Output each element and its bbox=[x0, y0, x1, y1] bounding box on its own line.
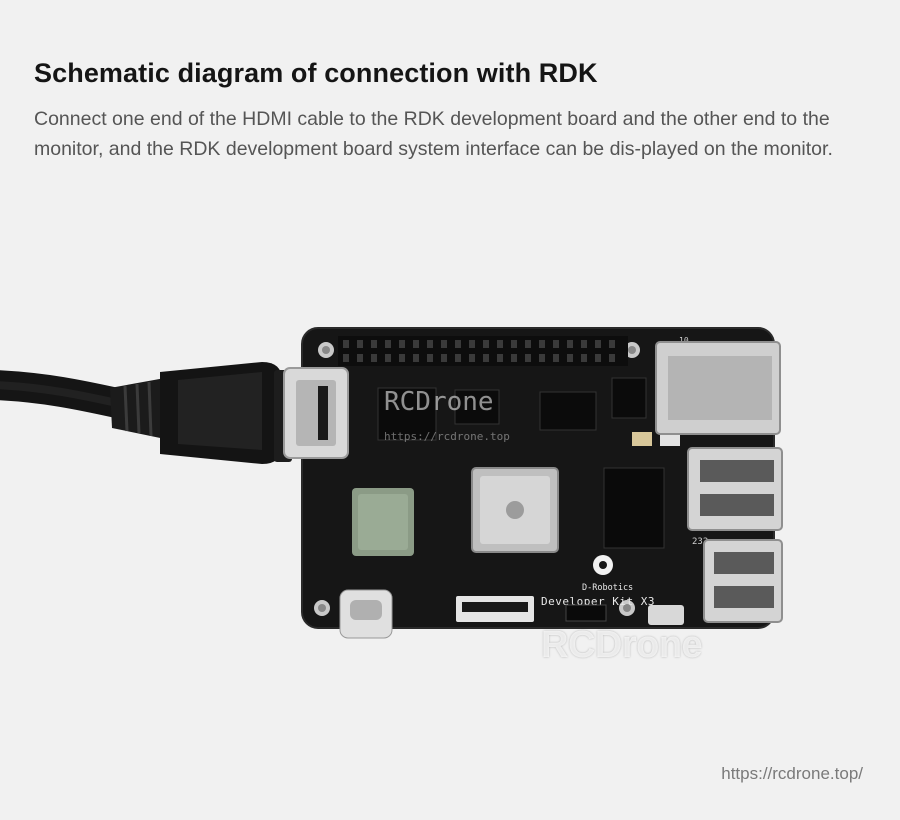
ethernet-port bbox=[655, 341, 781, 435]
port-label: 232 bbox=[692, 537, 708, 547]
usb-port-bottom bbox=[703, 539, 783, 623]
hdmi-plug bbox=[160, 362, 292, 464]
page-title: Schematic diagram of connection with RDK bbox=[34, 58, 598, 88]
overlay-watermark-url: https://rcdrone.top bbox=[384, 430, 510, 443]
d-robotics-logo: D-Robotics bbox=[582, 555, 633, 593]
usb-c-port bbox=[339, 589, 393, 639]
footer-url: https://rcdrone.top/ bbox=[721, 764, 863, 783]
description-text: Connect one end of the HDMI cable to the… bbox=[34, 108, 833, 160]
wifi-module bbox=[352, 488, 414, 556]
usb-port-top bbox=[687, 447, 783, 531]
hdmi-cable bbox=[0, 370, 170, 440]
gpio-header bbox=[338, 336, 628, 366]
hdmi-port bbox=[283, 367, 349, 459]
silk-label: 10 bbox=[679, 336, 689, 345]
soc-chip bbox=[471, 467, 559, 553]
watermark-text: RCDrone bbox=[541, 624, 703, 666]
overlay-watermark-text: RCDrone bbox=[384, 387, 494, 417]
overlay-watermark: RCDrone https://rcdrone.top bbox=[384, 387, 510, 443]
connection-diagram: D-Robotics Developer Kit X3 232 10 RCDro bbox=[0, 300, 900, 660]
brand-label: D-Robotics bbox=[582, 583, 633, 593]
